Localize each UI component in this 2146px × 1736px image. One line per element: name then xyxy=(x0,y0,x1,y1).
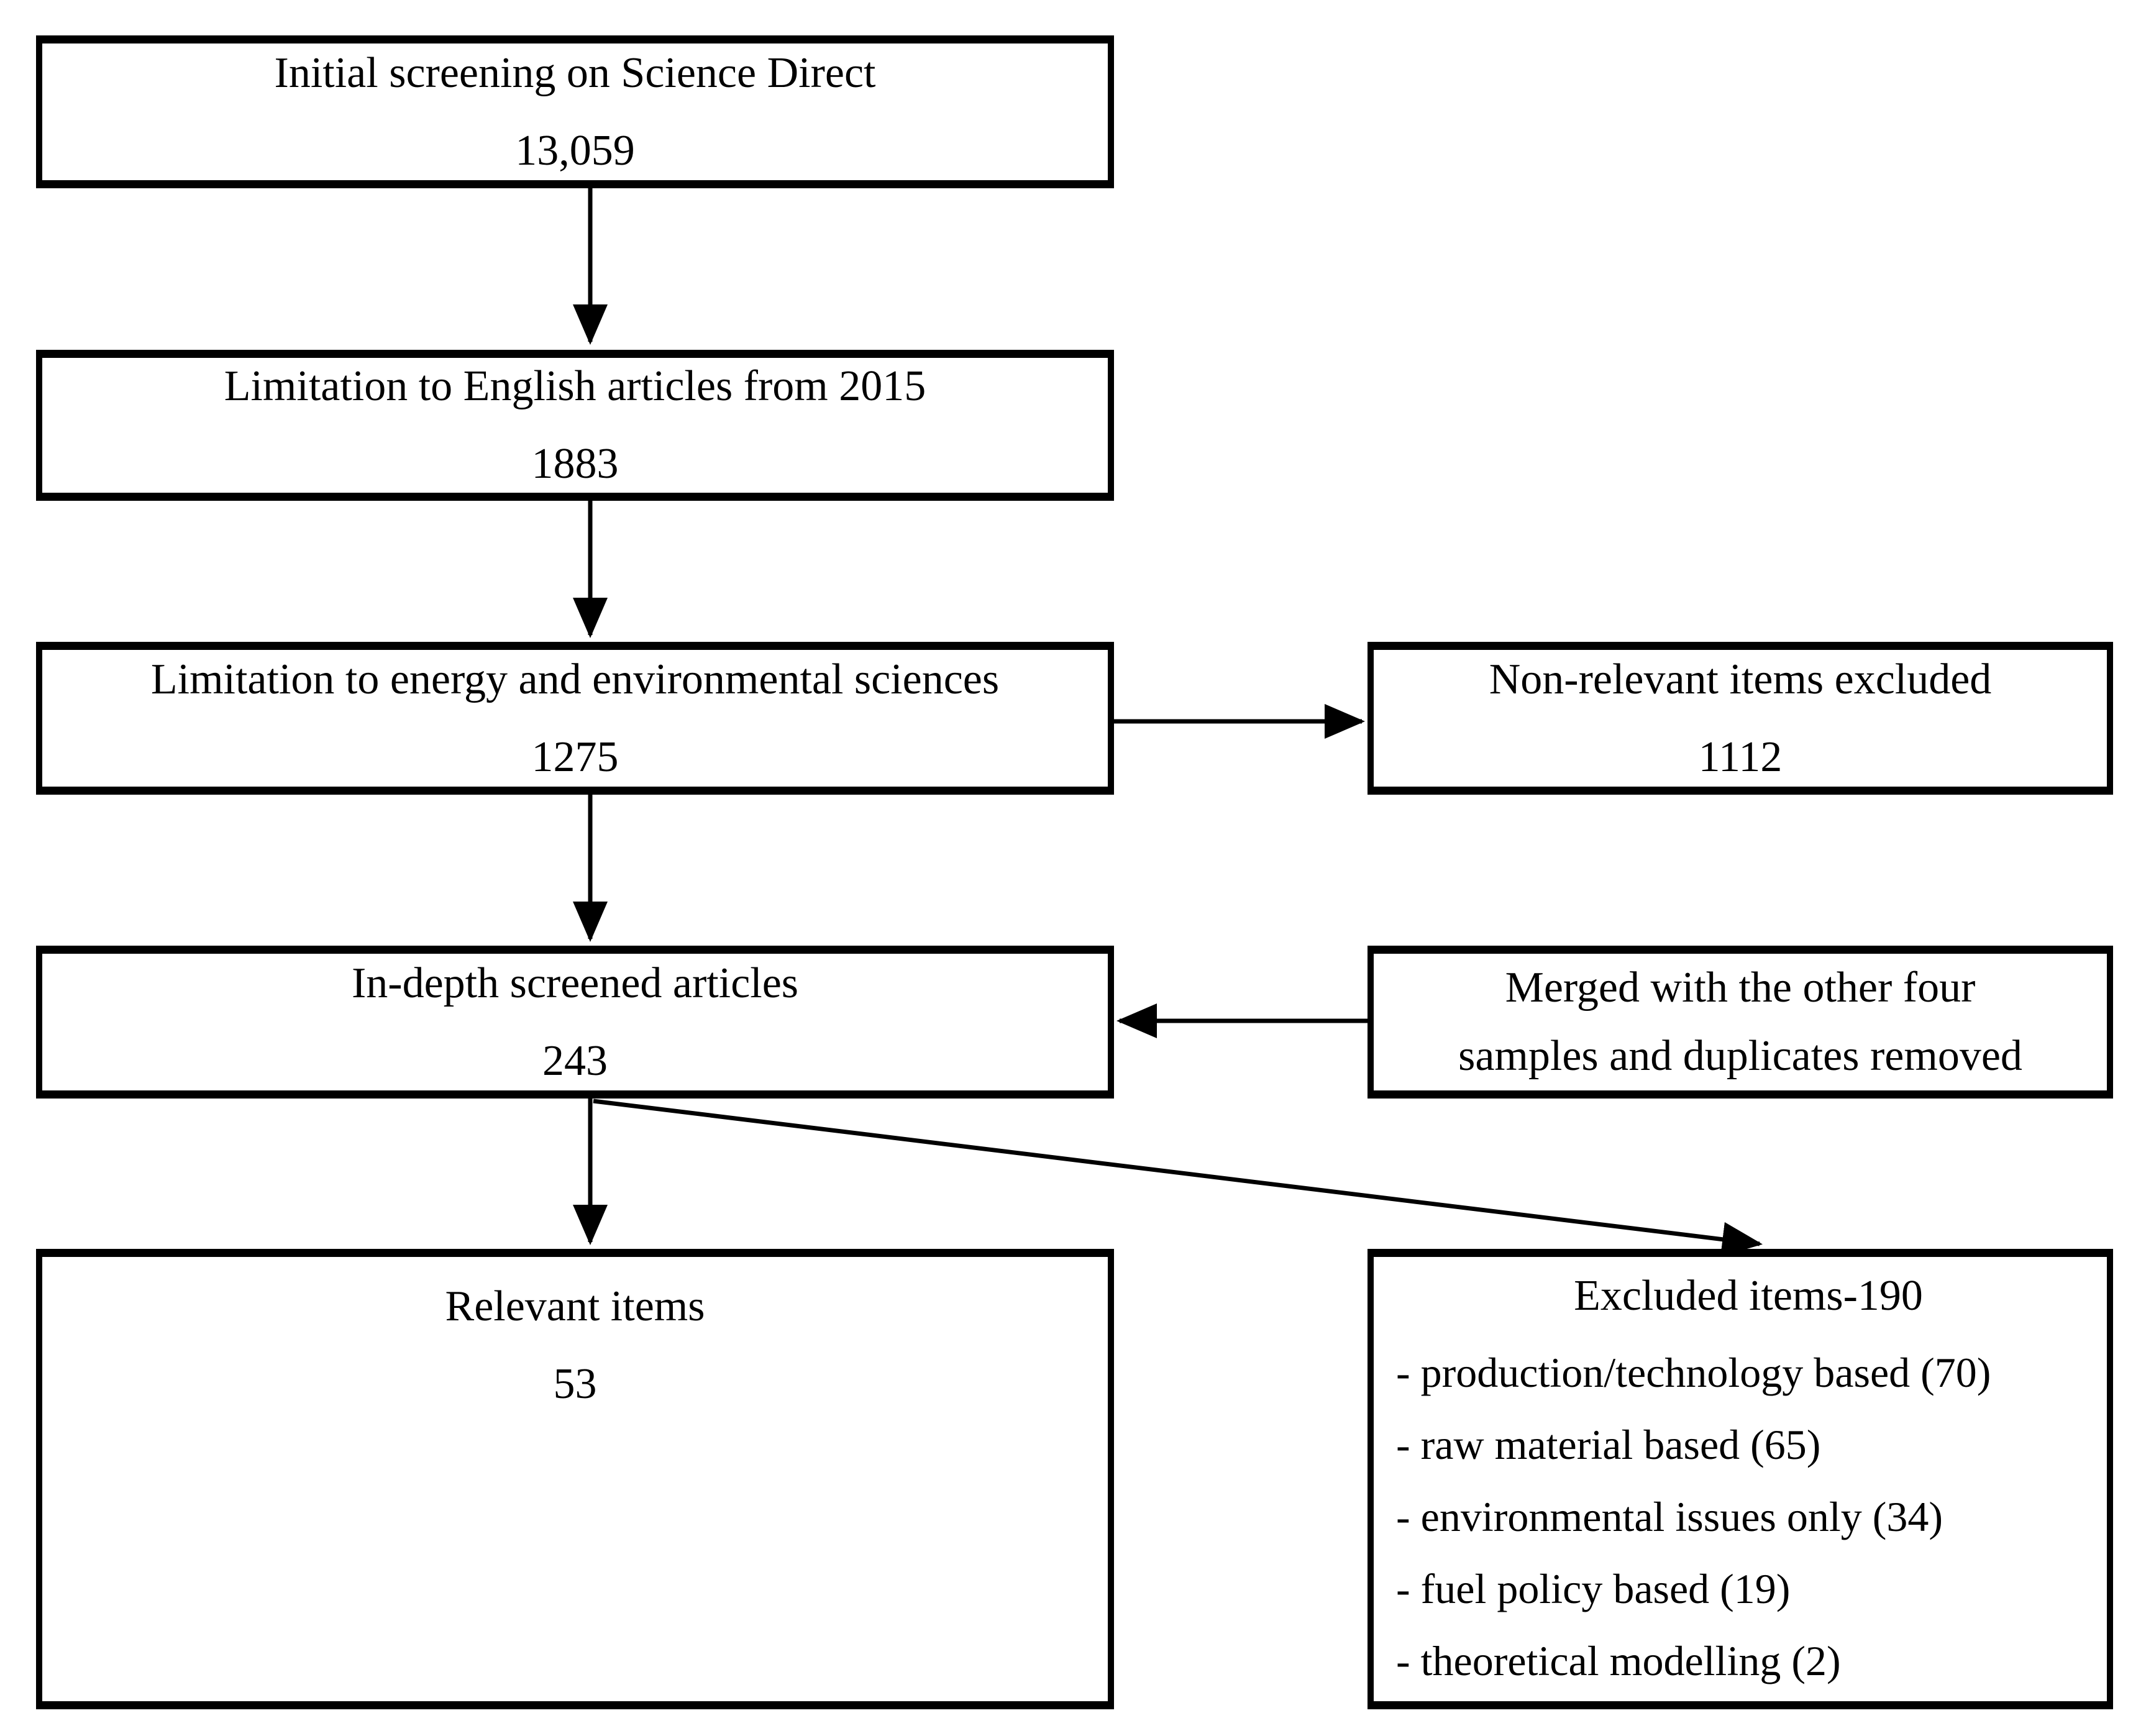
box-energy-limitation: Limitation to energy and environmental s… xyxy=(36,642,1114,795)
box-energy-limitation-value: 1275 xyxy=(531,733,619,781)
box-nonrelevant-excluded-value: 1112 xyxy=(1698,733,1783,781)
box-initial-screening-label: Initial screening on Science Direct xyxy=(274,48,876,97)
excluded-item: - environmental issues only (34) xyxy=(1396,1493,1943,1540)
box-merged-samples-line2: samples and duplicates removed xyxy=(1458,1032,2022,1080)
box-excluded-items-list: - production/technology based (70) - raw… xyxy=(1396,1336,2101,1697)
box-relevant-items-value: 53 xyxy=(553,1360,597,1408)
box-english-limitation: Limitation to English articles from 2015… xyxy=(36,350,1114,501)
box-relevant-items: Relevant items 53 xyxy=(36,1249,1114,1709)
box-merged-samples-line1: Merged with the other four xyxy=(1505,964,1976,1012)
box-indepth-screened-value: 243 xyxy=(542,1036,608,1085)
box-indepth-screened: In-depth screened articles 243 xyxy=(36,946,1114,1099)
box-relevant-items-label: Relevant items xyxy=(445,1282,705,1330)
excluded-item: - theoretical modelling (2) xyxy=(1396,1637,1841,1684)
box-indepth-screened-label: In-depth screened articles xyxy=(351,959,799,1007)
box-initial-screening-value: 13,059 xyxy=(515,126,635,175)
box-english-limitation-label: Limitation to English articles from 2015 xyxy=(224,362,926,410)
arrow-indepth-to-excluded xyxy=(593,1099,1763,1257)
excluded-item: - production/technology based (70) xyxy=(1396,1349,1991,1396)
box-merged-samples: Merged with the other four samples and d… xyxy=(1368,946,2113,1099)
box-nonrelevant-excluded-label: Non-relevant items excluded xyxy=(1489,655,1992,703)
box-energy-limitation-label: Limitation to energy and environmental s… xyxy=(150,655,1000,703)
box-excluded-items-title: Excluded items-190 xyxy=(1574,1272,1923,1320)
excluded-item: - raw material based (65) xyxy=(1396,1421,1821,1468)
box-initial-screening: Initial screening on Science Direct 13,0… xyxy=(36,35,1114,188)
box-english-limitation-value: 1883 xyxy=(531,440,619,488)
box-excluded-items: Excluded items-190 - production/technolo… xyxy=(1368,1249,2113,1709)
excluded-item: - fuel policy based (19) xyxy=(1396,1565,1791,1612)
box-nonrelevant-excluded: Non-relevant items excluded 1112 xyxy=(1368,642,2113,795)
